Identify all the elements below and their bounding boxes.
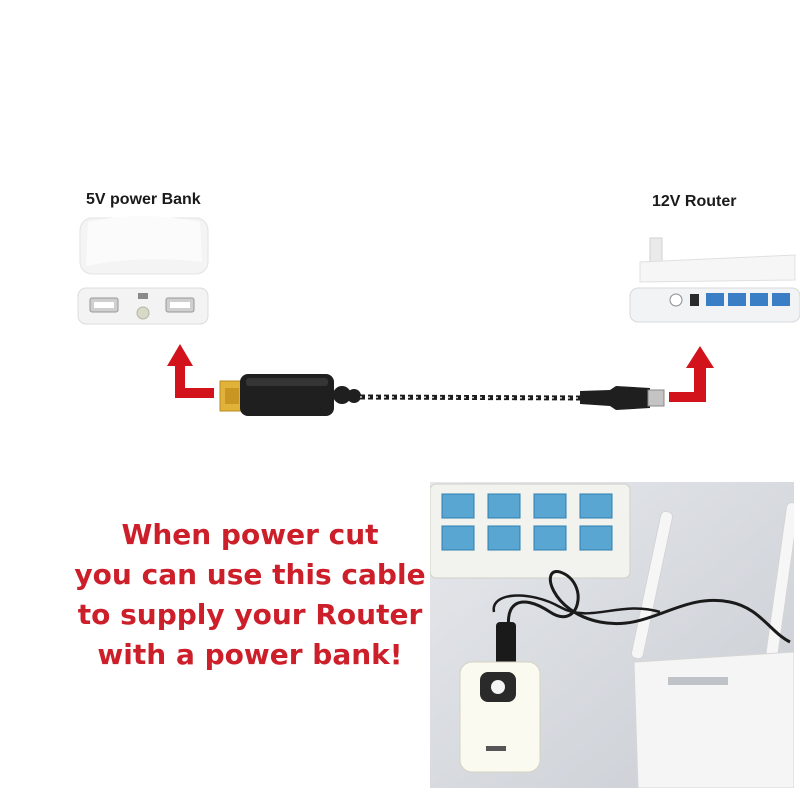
- router-photo-image: [633, 651, 794, 788]
- router-label: 12V Router: [652, 193, 737, 210]
- arrow-up-icon: [669, 346, 714, 402]
- cable-diagram: [77, 216, 800, 416]
- caption-line: When power cut: [121, 518, 379, 551]
- caption-line: you can use this cable: [74, 558, 426, 591]
- arrow-up-icon: [167, 344, 214, 398]
- caption-line: to supply your Router: [77, 598, 423, 631]
- power-bank-label: 5V power Bank: [86, 191, 201, 208]
- caption: When power cut you can use this cable to…: [60, 515, 440, 675]
- router-image: [629, 237, 800, 323]
- power-bank-image: [77, 216, 209, 325]
- power-bank-photo-image: [459, 661, 541, 773]
- usb-cable-image: [219, 374, 665, 416]
- usage-photo: [430, 482, 794, 788]
- caption-line: with a power bank!: [97, 638, 403, 671]
- power-strip-image: [430, 483, 631, 579]
